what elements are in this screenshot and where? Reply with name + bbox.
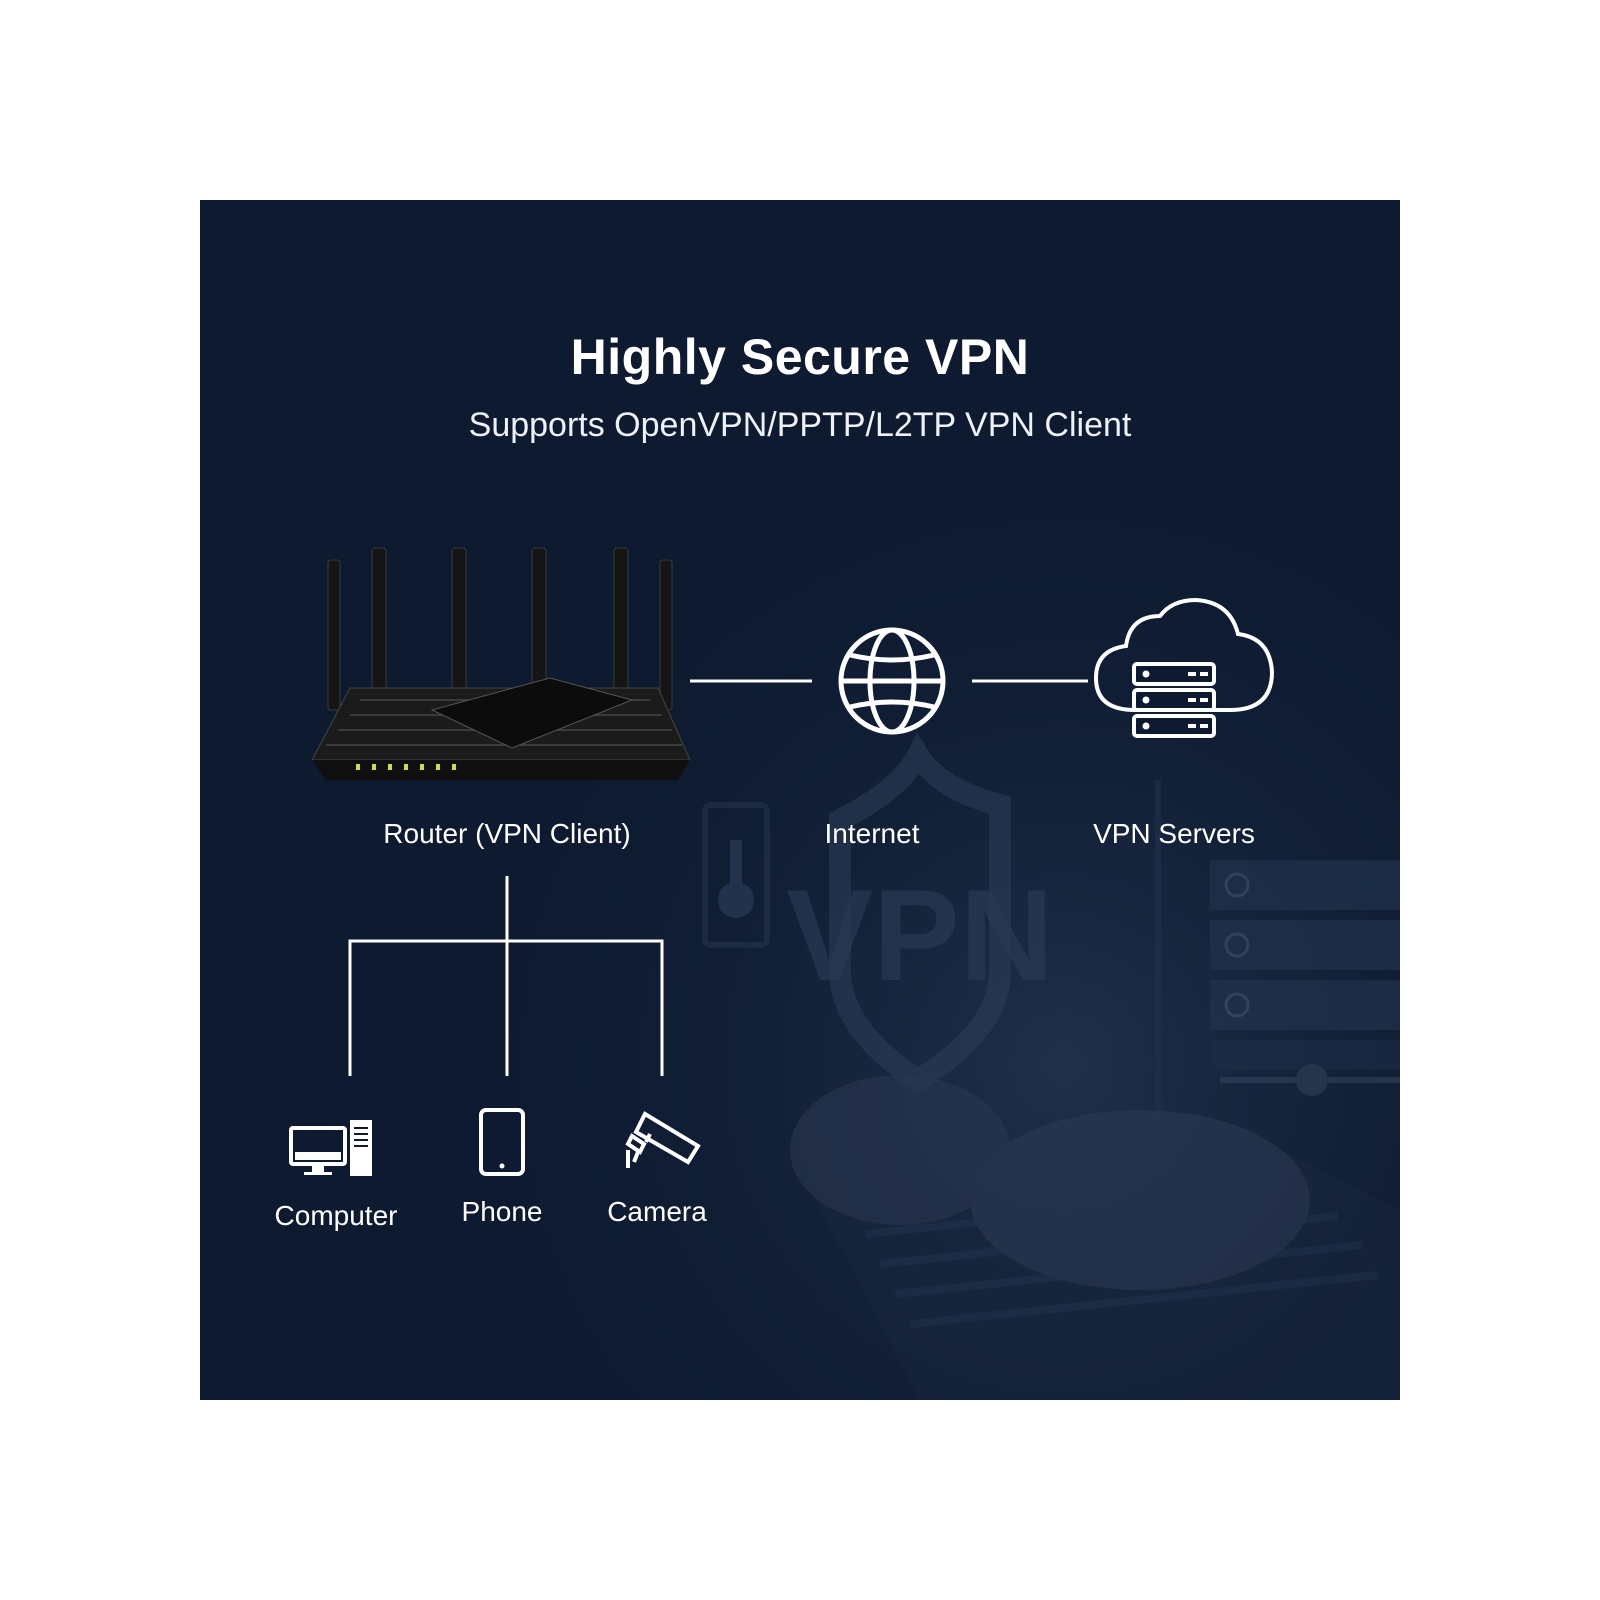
router-icon [311, 547, 691, 780]
vpn-servers-label: VPN Servers [1093, 818, 1255, 849]
computer-label: Computer [274, 1200, 398, 1231]
shield-icon [829, 732, 1011, 1093]
vpn-feature-panel: VPN [200, 200, 1400, 1400]
laptop-keyboard-icon [790, 1075, 1400, 1400]
computer-icon [289, 1120, 372, 1176]
phone-label: Phone [461, 1196, 543, 1227]
device-link-tree [348, 876, 664, 1076]
server-rack-icon [1155, 780, 1400, 1120]
page-subtitle: Supports OpenVPN/PPTP/L2TP VPN Client [468, 406, 1132, 444]
phone-icon [479, 1108, 525, 1176]
network-diagram [289, 547, 1275, 1176]
background-artwork: VPN [200, 200, 1400, 1400]
page-title: Highly Secure VPN [570, 329, 1030, 385]
security-camera-icon [625, 1111, 701, 1168]
background-watermark: VPN [786, 862, 1053, 1008]
cloud-server-icon [1093, 597, 1275, 738]
globe-icon [838, 627, 946, 735]
internet-label: Internet [824, 818, 920, 849]
padlock-icon [702, 802, 770, 948]
router-label: Router (VPN Client) [383, 818, 631, 849]
camera-label: Camera [607, 1196, 707, 1227]
